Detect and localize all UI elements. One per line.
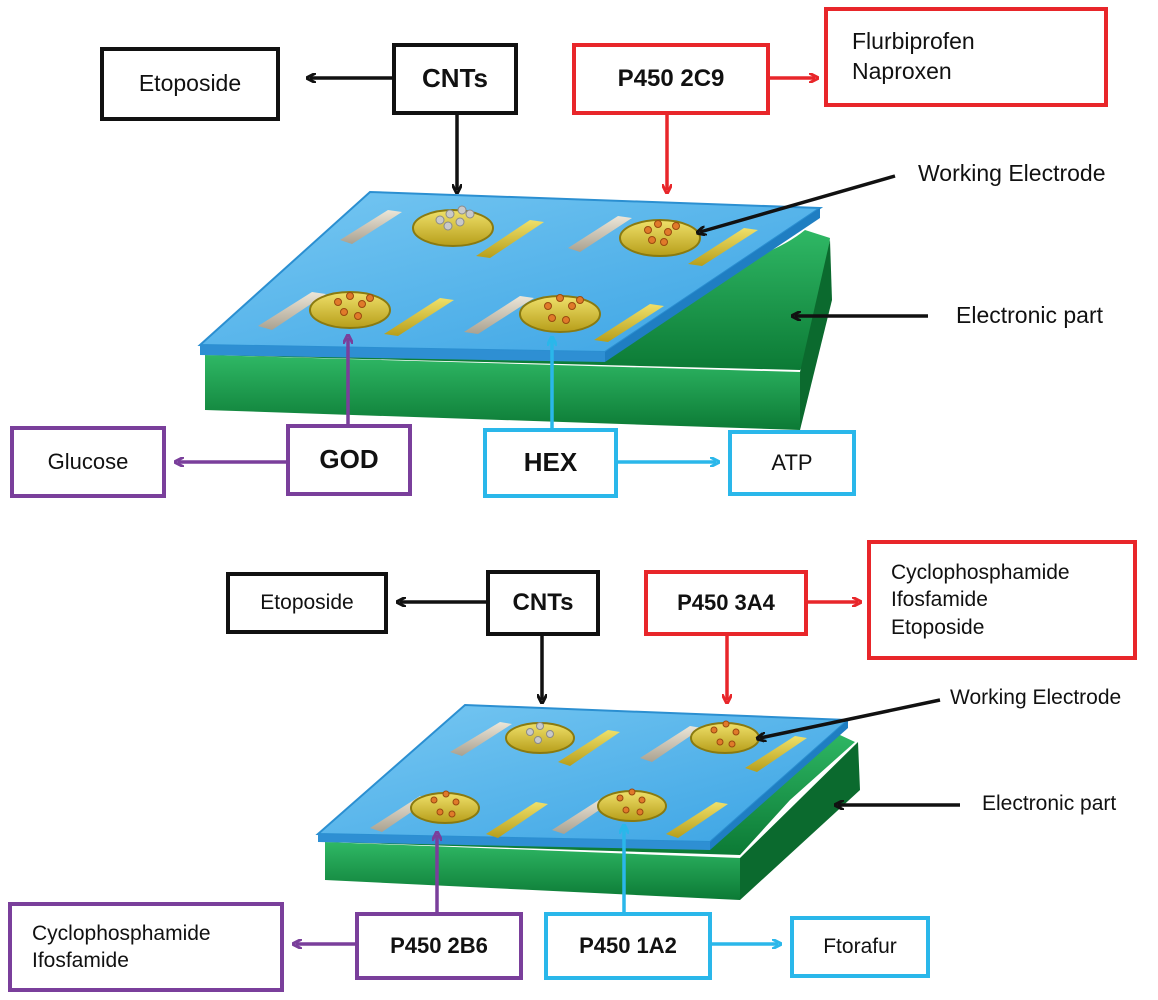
- bottom-left-enzyme-box: P450 2B6: [355, 912, 523, 980]
- bottom-drug-1: Cyclophosphamide: [891, 561, 1070, 585]
- bottom-ftorafur-box: Ftorafur: [790, 916, 930, 978]
- top-atp-box: ATP: [728, 430, 856, 496]
- top-chip: [197, 190, 832, 430]
- bottom-drug-3: Etoposide: [891, 615, 985, 639]
- top-cnts-box: CNTs: [392, 43, 518, 115]
- bottom-chip: [315, 703, 860, 900]
- top-atp-label: ATP: [771, 449, 813, 475]
- bottom-p450-enzyme-box: P450 3A4: [644, 570, 808, 636]
- top-glucose-box: Glucose: [10, 426, 166, 498]
- bottom-p450-drugs-box: Cyclophosphamide Ifosfamide Etoposide: [867, 540, 1137, 660]
- bottom-etoposide-label: Etoposide: [260, 591, 354, 615]
- bottom-cnts-box: CNTs: [486, 570, 600, 636]
- bottom-cnts-label: CNTs: [512, 589, 574, 617]
- top-hex-box: HEX: [483, 428, 618, 498]
- bottom-left-drugs-box: Cyclophosphamide Ifosfamide: [8, 902, 284, 992]
- top-drug-1: Flurbiprofen: [852, 28, 975, 55]
- bottom-right-enzyme-box: P450 1A2: [544, 912, 712, 980]
- top-etoposide-label: Etoposide: [138, 70, 242, 97]
- top-p450-drugs-box: Flurbiprofen Naproxen: [824, 7, 1108, 107]
- bottom-left-drug-2: Ifosfamide: [32, 949, 129, 972]
- top-arrows: [178, 78, 928, 462]
- bottom-left-enzyme-label: P450 2B6: [390, 932, 488, 958]
- top-hex-label: HEX: [523, 447, 578, 478]
- top-god-label: GOD: [319, 444, 379, 475]
- bottom-ftorafur-label: Ftorafur: [823, 935, 897, 959]
- top-glucose-label: Glucose: [47, 448, 129, 474]
- bottom-drug-2: Ifosfamide: [891, 588, 988, 612]
- top-drug-2: Naproxen: [852, 58, 952, 84]
- bottom-etoposide-box: Etoposide: [226, 572, 388, 634]
- top-working-electrode-label: Working Electrode: [918, 160, 1106, 186]
- bottom-left-drug-1: Cyclophosphamide: [32, 921, 211, 945]
- ref-electrode-1: [340, 210, 402, 244]
- working-electrode-p450: [619, 219, 701, 257]
- top-electronic-part-label: Electronic part: [956, 302, 1104, 328]
- bottom-p450-enzyme-label: P450 3A4: [677, 589, 775, 615]
- top-p450-enzyme-label: P450 2C9: [617, 65, 725, 93]
- working-electrode-cnt: [412, 209, 494, 247]
- top-p450-enzyme-box: P450 2C9: [572, 43, 770, 115]
- top-cnts-label: CNTs: [422, 63, 488, 94]
- bottom-electronic-part-label: Electronic part: [982, 792, 1117, 815]
- top-god-box: GOD: [286, 424, 412, 496]
- bottom-arrows: [296, 602, 960, 944]
- bottom-working-electrode-label: Working Electrode: [950, 686, 1122, 709]
- bottom-right-enzyme-label: P450 1A2: [579, 932, 677, 958]
- top-etoposide-box: Etoposide: [100, 47, 280, 121]
